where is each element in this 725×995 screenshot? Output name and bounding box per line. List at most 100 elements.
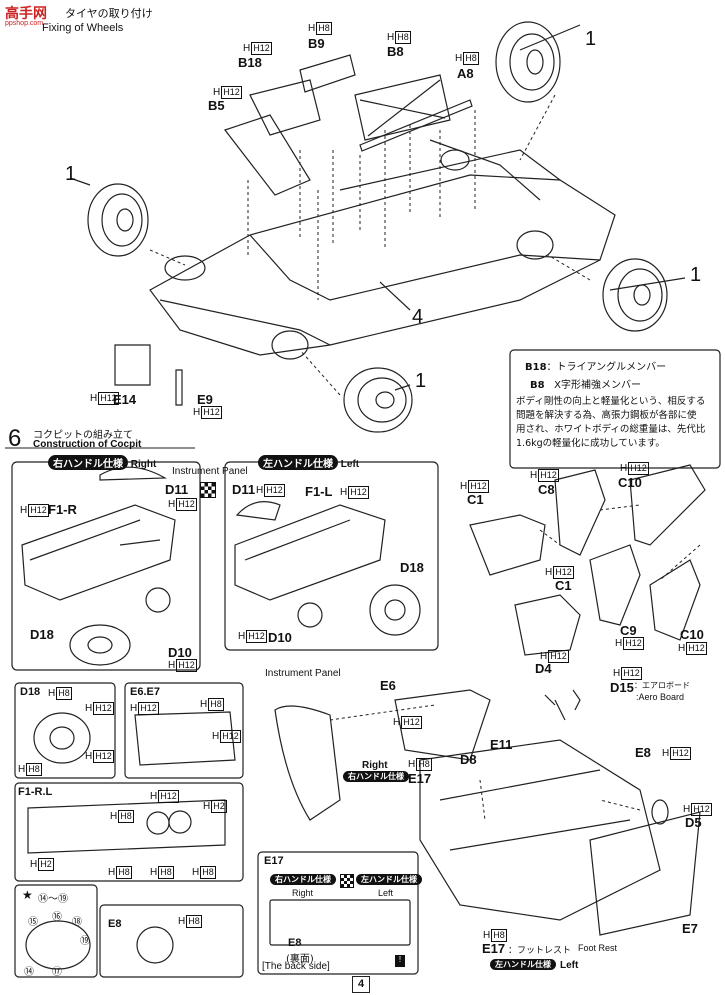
tub-body: [419, 739, 661, 921]
e17-detail-title: E17: [264, 855, 284, 867]
e17-left-en: Left: [378, 888, 394, 898]
step6-number: 6: [8, 425, 22, 452]
seat-c1-top: [469, 514, 546, 576]
note-b8: B8 X字形補強メンバー: [530, 380, 641, 391]
gauge-18: ⑱: [72, 917, 82, 928]
star-icon: ★: [22, 888, 33, 902]
note-body: ボディ剛性の向上と軽量化という、相反する問題を解決する為、高張力鋼板が各部に使 …: [516, 396, 706, 449]
door-e7: [589, 811, 701, 936]
d15-en: :Aero Board: [636, 692, 685, 702]
steering-left: [369, 584, 421, 636]
page-number: 4: [352, 976, 370, 993]
e17-back-en: [The back side]: [262, 961, 330, 972]
e17-code: E17: [408, 771, 432, 786]
l-f1l: F1-L: [305, 484, 333, 499]
l-d18: D18: [400, 560, 424, 575]
lower-left-en: Left: [560, 960, 579, 971]
e17b-code: E17: [482, 941, 506, 956]
d15-code: D15: [610, 680, 634, 695]
gauge-16: ⑯: [52, 912, 62, 923]
seat-c10-bottom: [649, 559, 701, 641]
left-spec-header: 左ハンドル仕様 Left: [258, 455, 359, 470]
e17-right-tag: 右ハンドル仕様: [270, 874, 336, 885]
r-f1r: F1-R: [48, 502, 77, 517]
lower-right-tag: 右ハンドル仕様: [343, 771, 409, 782]
step5-title-jp: タイヤの取り付け: [65, 7, 153, 20]
e17-right-en: Right: [292, 888, 314, 898]
c9-code: C9: [620, 623, 637, 638]
b8-code: B8: [387, 44, 404, 59]
gauge-15: ⑮: [28, 917, 38, 928]
r-d18: D18: [30, 627, 54, 642]
checker-icon: [200, 482, 216, 498]
gauge-14: ⑭: [24, 967, 34, 978]
instrument-panel-lower-label: Instrument Panel: [265, 668, 341, 679]
wheel-rear-right: [602, 258, 668, 332]
wheel-front-right: [343, 367, 413, 433]
b5-code: B5: [208, 98, 225, 113]
wheel-front-left: [87, 183, 149, 257]
c1b-code: C1: [555, 578, 572, 593]
part-b18: [249, 79, 321, 136]
frame-e8-detail: [99, 904, 244, 978]
r-d11: D11: [165, 482, 189, 497]
e8-code: E8: [635, 745, 651, 760]
l-d11: D11: [232, 482, 256, 497]
e6-code: E6: [380, 678, 396, 693]
b18-code: B18: [238, 55, 262, 70]
hood-d11-left: [235, 501, 281, 521]
c10b-code: C10: [680, 627, 704, 642]
part-b8: [354, 74, 451, 141]
wheel-rear-left: [495, 21, 561, 103]
part-b5: [224, 114, 311, 196]
seat-c1-bottom: [514, 594, 581, 656]
right-spec-header: 右ハンドル仕様 Right: [48, 455, 156, 470]
part-e9: [175, 369, 183, 406]
step5-title-en: Fixing of Wheels: [42, 22, 124, 34]
d15-jp: ：エアロボード: [634, 681, 690, 690]
tire-label-3: 1: [690, 264, 702, 286]
e17-glue-icon: !: [395, 955, 405, 967]
a8-code: A8: [457, 66, 474, 81]
l-d10: D10: [268, 630, 292, 645]
d8-code: D8: [460, 752, 477, 767]
frame-f1-detail: [14, 782, 244, 882]
step6-title-jp: コクピットの組み立て: [33, 430, 133, 441]
door-e6: [394, 689, 491, 761]
watermark-sub: ppshop.com: [5, 20, 44, 27]
gauge-19: ⑲: [80, 936, 90, 947]
c1-code: C1: [467, 492, 484, 507]
tire-label-1: 1: [585, 28, 597, 50]
frame-gauges-detail: [14, 884, 98, 978]
hood-d11-right: [99, 466, 168, 481]
e8-detail-title: E8: [108, 918, 122, 930]
chassis-floor: [149, 174, 616, 356]
step6-title-en: Construction of Cocpit: [33, 439, 142, 450]
steering-right: [69, 624, 131, 666]
e17b-en: Foot Rest: [578, 943, 618, 953]
